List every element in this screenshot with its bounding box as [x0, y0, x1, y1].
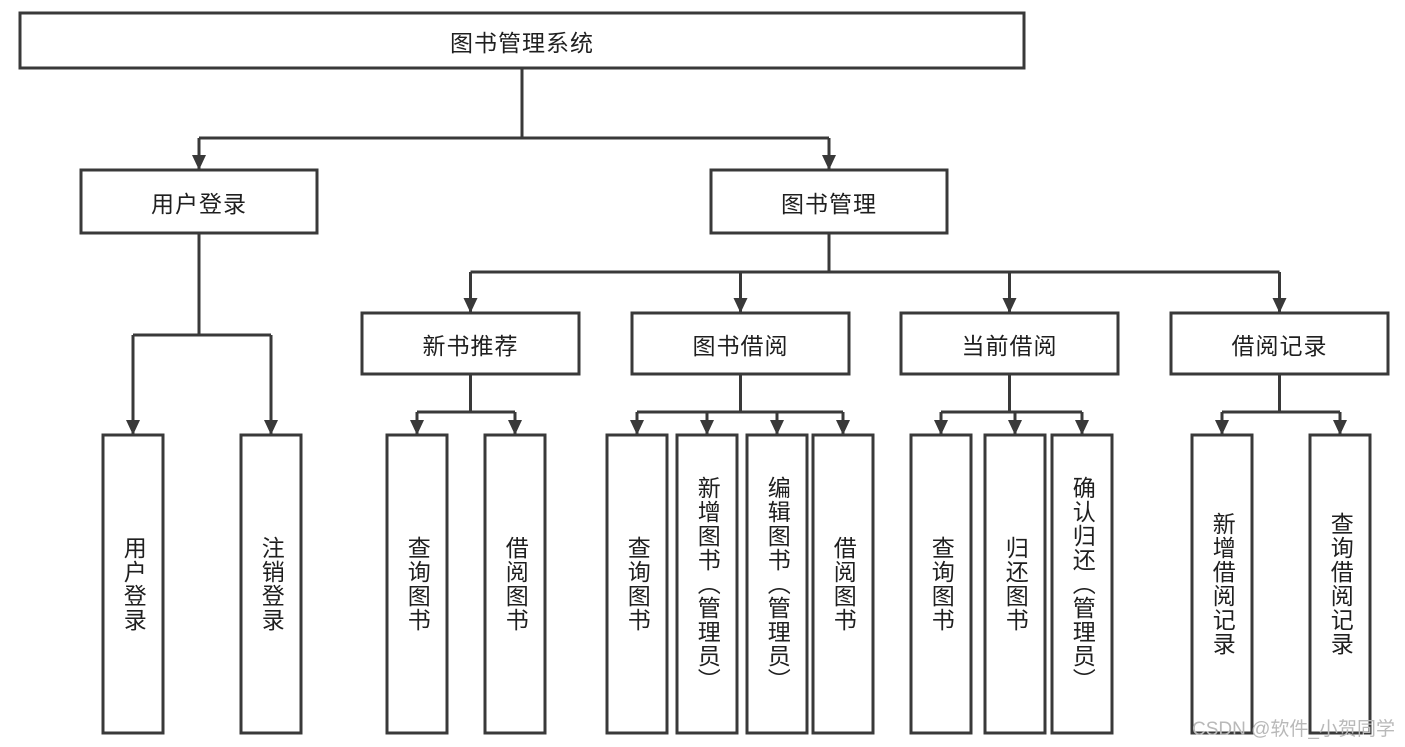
arrow-head-icon [1215, 420, 1229, 435]
node-box-leaf-user-logout[interactable] [239, 433, 303, 735]
arrow-head-icon [1075, 420, 1089, 435]
arrow-head-icon [733, 298, 748, 313]
connectors-layer [126, 68, 1347, 435]
node-box-leaf-query-book-2[interactable] [605, 433, 669, 735]
node-box-leaf-add-book[interactable] [675, 433, 739, 735]
node-box-leaf-query-book-3[interactable] [909, 433, 973, 735]
node-box-leaf-query-record[interactable] [1308, 433, 1372, 735]
arrow-head-icon [1002, 298, 1017, 313]
arrow-head-icon [410, 420, 424, 435]
node-box-root[interactable] [18, 11, 1026, 70]
node-box-leaf-add-record[interactable] [1190, 433, 1254, 735]
node-box-leaf-user-login[interactable] [101, 433, 165, 735]
node-box-current-borrow[interactable] [899, 311, 1120, 376]
arrow-head-icon [934, 420, 948, 435]
node-box-leaf-query-book-1[interactable] [385, 433, 449, 735]
arrow-head-icon [822, 155, 836, 170]
arrow-head-icon [1272, 298, 1287, 313]
arrow-head-icon [126, 420, 140, 435]
watermark-text: CSDN @软件_小贺同学 [1192, 719, 1395, 740]
node-box-borrow-record[interactable] [1169, 311, 1390, 376]
arrow-head-icon [700, 420, 714, 435]
node-box-leaf-borrow-book-2[interactable] [811, 433, 875, 735]
node-box-new-book-recommend[interactable] [360, 311, 581, 376]
node-box-leaf-borrow-book-1[interactable] [483, 433, 547, 735]
arrow-head-icon [508, 420, 522, 435]
arrow-head-icon [836, 420, 850, 435]
arrow-head-icon [264, 420, 278, 435]
node-box-leaf-return-book[interactable] [983, 433, 1047, 735]
node-box-leaf-edit-book[interactable] [745, 433, 809, 735]
arrow-head-icon [630, 420, 644, 435]
boxes-layer [18, 11, 1390, 735]
arrow-head-icon [192, 155, 206, 170]
arrow-head-icon [770, 420, 784, 435]
arrow-head-icon [1008, 420, 1022, 435]
arrow-head-icon [463, 298, 478, 313]
node-box-user-login[interactable] [79, 168, 319, 235]
node-box-book-manage[interactable] [709, 168, 949, 235]
arrow-head-icon [1333, 420, 1347, 435]
node-box-leaf-confirm-return[interactable] [1050, 433, 1114, 735]
node-box-book-borrow[interactable] [630, 311, 851, 376]
